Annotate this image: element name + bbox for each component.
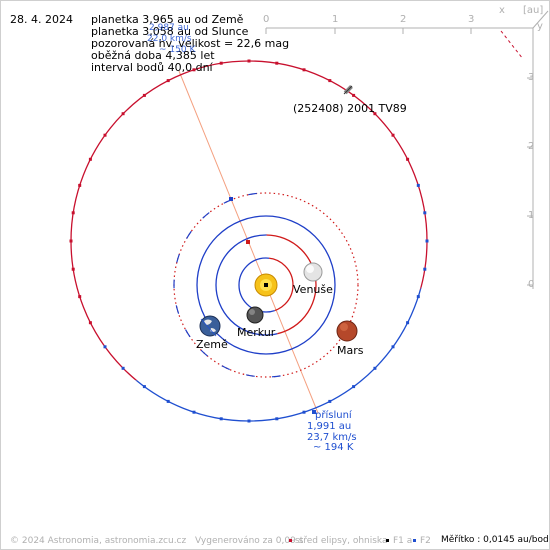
venus-marker <box>246 240 250 244</box>
x-tick-3: 3 <box>468 14 475 25</box>
mercury-label: Merkur <box>237 326 276 339</box>
orbit-interval-dot <box>275 61 279 65</box>
orbit-interval-dot <box>166 79 170 83</box>
date-label: 28. 4. 2024 <box>10 13 73 26</box>
venus-label: Venuše <box>293 283 333 296</box>
axis-x-letter: x <box>499 5 505 16</box>
orbit-interval-dot <box>142 385 146 389</box>
orbit-interval-dot <box>71 211 75 215</box>
orbit-offscreen-arc <box>500 30 524 60</box>
mars-label: Mars <box>337 344 364 357</box>
footer-generated: Vygenerováno za 0,09 s <box>195 536 304 546</box>
perihelion-distance: 1,991 au <box>307 421 352 432</box>
info-line-1: planetka 3,965 au od Země <box>91 13 244 26</box>
orbit-interval-dot <box>352 385 356 389</box>
orbit-interval-dot <box>78 295 82 299</box>
info-line-3: pozorovaná hv. velikost = 22,6 mag <box>91 37 290 50</box>
orbit-interval-dot <box>373 112 377 116</box>
legend-f2-marker <box>413 539 416 542</box>
axis-frame <box>265 10 549 289</box>
orbit-interval-dot <box>121 112 125 116</box>
orbit-interval-dot <box>219 61 223 65</box>
mars-icon <box>336 320 358 342</box>
aphelion-info-3: ~ 150 K <box>159 45 196 55</box>
venus-icon <box>303 262 323 282</box>
orbit-interval-dot <box>121 366 125 370</box>
orbit-interval-dot <box>328 399 332 403</box>
legend-f1-label: F1 a <box>393 536 413 546</box>
y-tick-0: 0 <box>528 279 535 290</box>
orbit-interval-dot <box>425 239 429 243</box>
orbit-interval-dot <box>166 399 170 403</box>
aphelion-info-1: 2,987 au <box>149 23 189 33</box>
mars-orbit-blue-arc <box>173 192 301 378</box>
y-tick-1: 1 <box>528 210 535 221</box>
footer-copyright: © 2024 Astronomia, astronomia.zcu.cz <box>10 536 187 546</box>
info-line-2: planetka 3,058 au od Slunce <box>91 25 249 38</box>
aphelion-info-2: 22,0 km/s <box>147 34 192 44</box>
info-line-4: oběžná doba 4,385 let <box>91 49 215 62</box>
legend-f1-marker <box>386 539 389 542</box>
orbit-interval-dot <box>423 267 427 271</box>
orbit-interval-dot <box>423 211 427 215</box>
orbit-interval-dot <box>391 133 395 137</box>
earth-label: Země <box>196 338 228 351</box>
orbit-interval-dot <box>328 79 332 83</box>
orbit-interval-dot <box>302 410 306 414</box>
y-tick-3: 3 <box>528 72 535 83</box>
orbit-interval-dot <box>142 93 146 97</box>
sun <box>254 273 278 297</box>
orbit-interval-dot <box>192 68 196 72</box>
orbit-interval-dot <box>391 345 395 349</box>
earth-orbit <box>196 215 336 355</box>
earth-icon <box>199 315 221 337</box>
orbit-interval-dot <box>103 345 107 349</box>
orbit-interval-dot <box>192 410 196 414</box>
perihelion-speed: 23,7 km/s <box>307 432 357 443</box>
orbit-interval-dot <box>247 59 251 63</box>
venus-orbit-left <box>215 234 301 336</box>
legend-f2-label: F2 <box>420 536 431 546</box>
orbit-interval-dot <box>275 417 279 421</box>
info-line-5: interval bodů 40,0 dní <box>91 61 213 74</box>
x-tick-2: 2 <box>400 14 407 25</box>
y-tick-2: 2 <box>528 141 535 152</box>
axis-unit: [au] <box>523 5 544 16</box>
orbit-interval-dot <box>78 183 82 187</box>
orbit-interval-dot <box>103 133 107 137</box>
orbit-interval-dot <box>247 419 251 423</box>
perihelion-marker <box>312 410 316 414</box>
orbit-interval-dot <box>71 267 75 271</box>
orbit-interval-markers <box>69 59 429 423</box>
orbit-interval-dot <box>302 68 306 72</box>
perihelion-title: přísluní <box>315 410 352 421</box>
x-tick-1: 1 <box>332 14 339 25</box>
legend-center-marker <box>289 539 292 542</box>
legend-center-label: střed elipsy, ohniska <box>295 536 388 546</box>
orbit-interval-dot <box>88 321 92 325</box>
asteroid-label: (252408) 2001 TV89 <box>293 102 407 115</box>
orbit-interval-dot <box>416 183 420 187</box>
asteroid-icon <box>343 85 353 95</box>
orbit-interval-dot <box>219 417 223 421</box>
axis-y-letter: y <box>537 21 543 32</box>
orbit-interval-dot <box>406 157 410 161</box>
footer-scale: Měřítko : 0,0145 au/bod <box>441 535 549 545</box>
orbit-interval-dot <box>416 295 420 299</box>
orbit-interval-dot <box>352 93 356 97</box>
orbit-interval-dot <box>69 239 73 243</box>
perihelion-temperature: ~ 194 K <box>313 442 354 453</box>
mercury-icon <box>246 306 264 324</box>
earth-marker <box>229 197 233 201</box>
x-tick-0: 0 <box>263 14 270 25</box>
orbit-interval-dot <box>406 321 410 325</box>
orbit-interval-dot <box>88 157 92 161</box>
orbit-interval-dot <box>373 366 377 370</box>
